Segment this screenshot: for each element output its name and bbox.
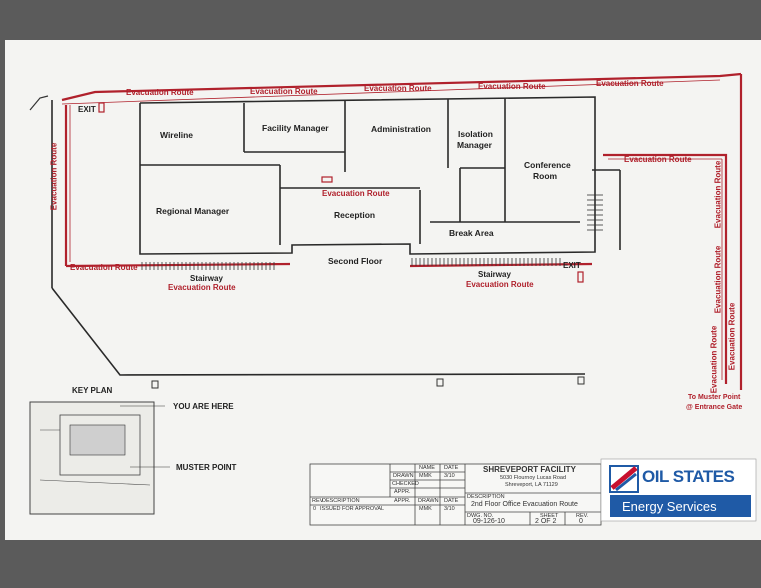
tb-appr-2: APPR. [394,498,411,504]
room-administration: Administration [371,124,431,134]
tb-rev-name: MMK [419,506,432,512]
wall-building [139,96,596,255]
route-top [61,72,742,102]
tb-rev-num: 0 [313,506,317,512]
tb-rev-date: 3/10 [444,506,455,512]
route-label-top-3: Evacuation Route [364,84,432,93]
muster-point-label: MUSTER POINT [176,463,237,472]
tb-drawn: DRAWN [393,473,414,479]
route-right-inner [603,153,728,384]
tb-drawn-name: MMK [419,473,432,479]
tb-addr1: 5030 Flournoy Lucas Road [500,475,567,481]
room-reception: Reception [334,210,376,220]
room-isolation: Isolation [458,129,493,139]
exit-label-right: EXIT [563,261,581,270]
tb-rev: REV [312,498,324,504]
stairway-label-left: Stairway [190,274,223,283]
tb-revno: 0 [579,518,583,525]
reception-marker [321,176,333,183]
route-label-outer-vertical: Evacuation Route [727,302,737,371]
title-block [309,463,602,526]
route-label-right-vertical-1: Evacuation Route [713,160,723,229]
room-conference-room: Room [533,171,558,181]
logo-mark-icon [609,465,639,493]
key-plan [29,401,170,515]
room-second-floor: Second Floor [328,256,383,266]
tb-rev-desc: ISSUED FOR APPROVAL [320,506,385,512]
logo-name: OIL STATES [642,467,735,486]
route-label-top-1: Evacuation Route [126,88,194,97]
route-label-bottom-left: Evacuation Route [70,263,138,272]
wall-outer-bottom [51,287,586,376]
tb-description: DESCRIPTION [322,498,360,504]
muster-label-1: To Muster Point [688,394,741,401]
tb-checked: CHECKED [392,481,419,487]
muster-label-2: @ Entrance Gate [686,404,743,411]
route-label-center: Evacuation Route [322,189,390,198]
room-wireline: Wireline [160,130,193,140]
room-facility-manager: Facility Manager [262,123,329,133]
tb-date-2: DATE [444,498,459,504]
route-label-top-5: Evacuation Route [596,79,664,88]
tb-addr2: Shreveport, LA 71129 [505,482,558,488]
route-label-right-vertical-3: Evacuation Route [709,325,719,394]
route-label-top-2: Evacuation Route [250,87,318,96]
tb-appr: APPR. [394,489,411,495]
tb-facility: SHREVEPORT FACILITY [483,465,576,474]
tb-sheet-label: SHEET [540,513,559,519]
exit-label-left: EXIT [78,105,96,114]
key-plan-title: KEY PLAN [72,386,113,395]
tb-sheet: 2 OF 2 [535,518,557,525]
route-label-stair-right: Evacuation Route [466,280,534,289]
tb-drawn-date: 3/10 [444,473,455,479]
tb-col-date: DATE [444,465,459,471]
room-break-area: Break Area [449,228,494,238]
exit-door-marker [577,271,584,283]
you-are-here-label: YOU ARE HERE [173,402,234,411]
tb-dwg-label: DWG. NO. [467,513,494,519]
room-regional-manager: Regional Manager [156,206,230,216]
room-isolation-manager: Manager [457,140,492,150]
logo-sub: Energy Services [622,499,717,514]
tb-dwg: 09-126-10 [473,518,505,525]
room-conference: Conference [524,160,571,170]
stairway-label-right: Stairway [478,270,511,279]
route-label-right-1: Evacuation Route [624,155,692,164]
exit-door-marker [98,102,105,113]
tb-col-name: NAME [419,465,435,471]
tb-desc-label: DESCRIPTION [467,494,505,500]
route-label-left-vertical: Evacuation Route [49,142,59,211]
route-label-right-vertical-2: Evacuation Route [713,245,723,314]
tb-desc: 2nd Floor Office Evacuation Route [471,501,578,508]
tb-revno-label: REV. [576,513,589,519]
route-label-stair-left: Evacuation Route [168,283,236,292]
tb-drawn-2: DRAWN [418,498,439,504]
route-label-top-4: Evacuation Route [478,82,546,91]
